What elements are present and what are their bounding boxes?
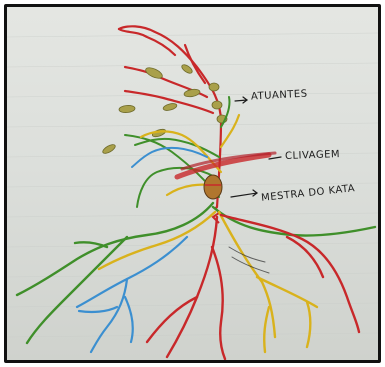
label-clivagem: CLIVAGEM <box>285 149 340 162</box>
plant-sketch <box>7 7 378 360</box>
drawing-frame: ATUANTES CLIVAGEM MESTRA DO KATA <box>4 4 381 363</box>
dark-roots <box>229 247 269 273</box>
cleavage-band <box>177 153 275 177</box>
label-arrows <box>231 97 281 197</box>
olive-leaves <box>101 63 227 155</box>
master-node <box>204 175 222 223</box>
